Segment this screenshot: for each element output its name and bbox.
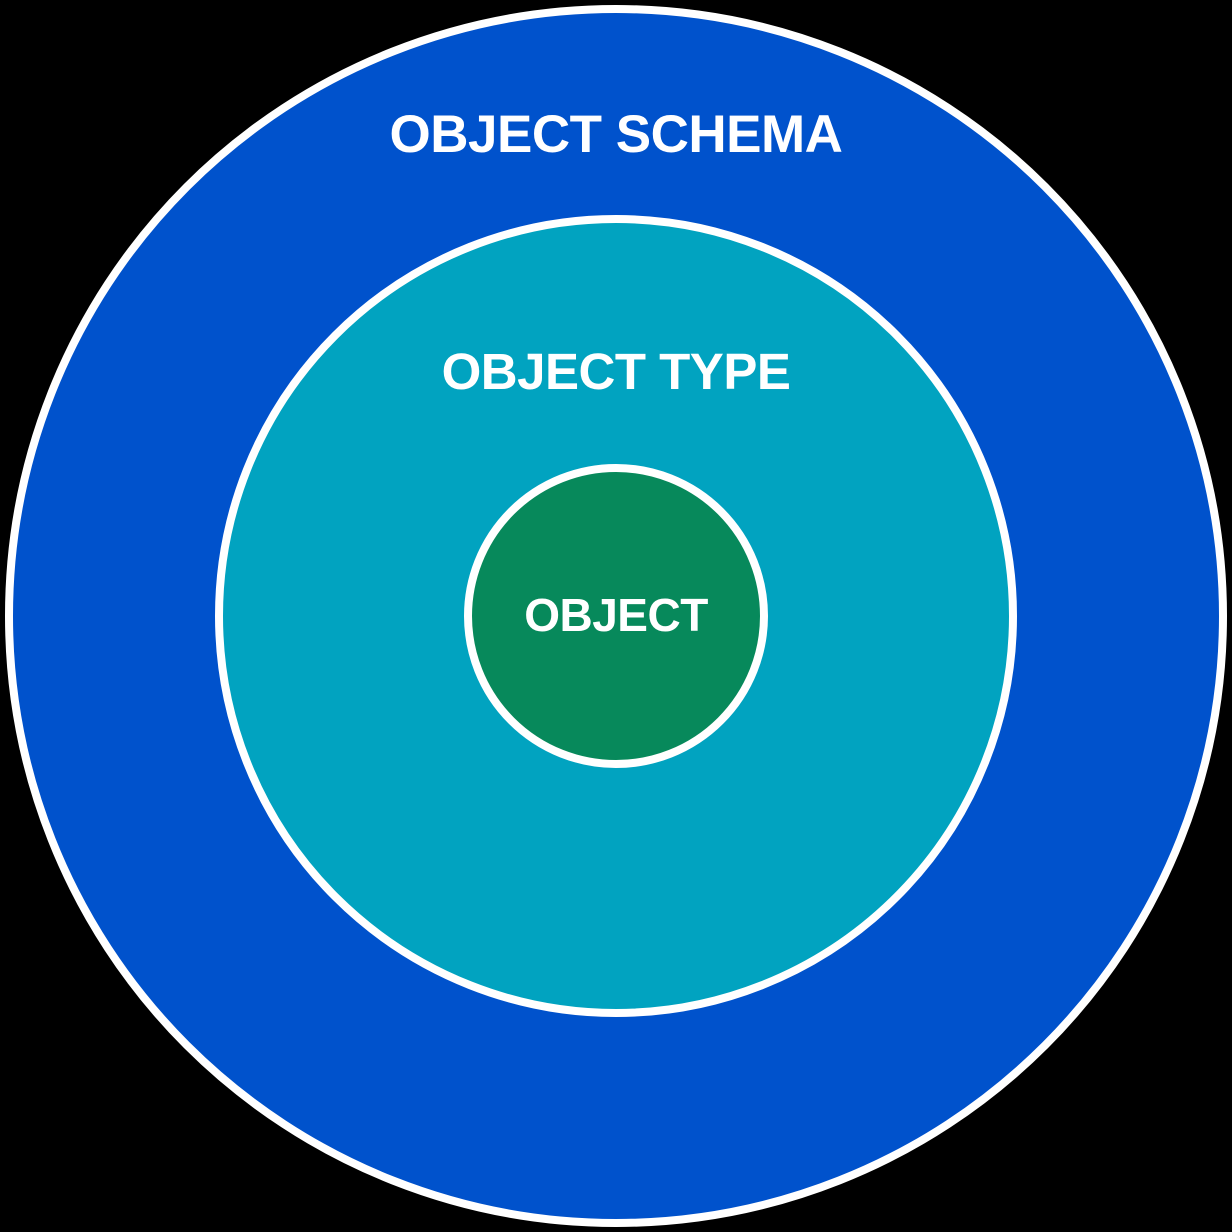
- object-schema-label: OBJECT SCHEMA: [389, 105, 843, 164]
- object-circle[interactable]: [464, 464, 768, 768]
- object-type-label: OBJECT TYPE: [441, 343, 791, 400]
- object-label: OBJECT: [524, 589, 708, 641]
